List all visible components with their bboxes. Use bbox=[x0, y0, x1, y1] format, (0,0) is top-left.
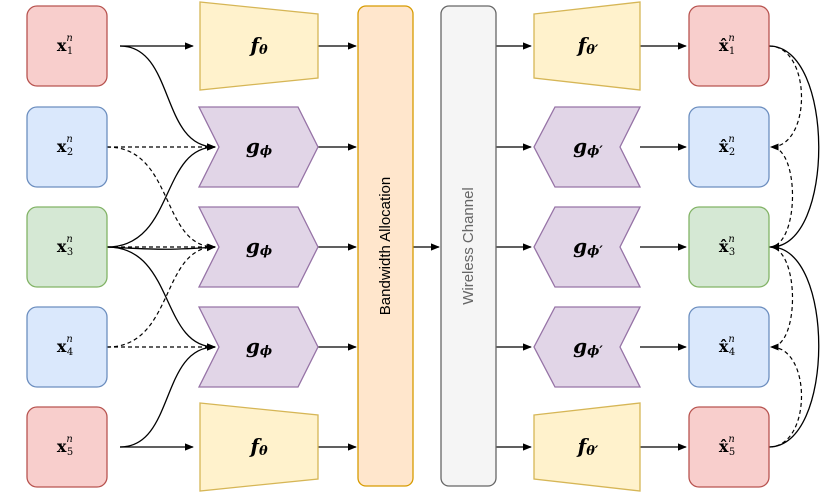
encoder-g-2-label: gϕ bbox=[246, 134, 272, 159]
decoder-f-5: fθ′ bbox=[533, 402, 641, 492]
edge-x3-g3 bbox=[106, 243, 216, 252]
decoder-g-4: gϕ′ bbox=[533, 306, 642, 388]
edge-x1-g2 bbox=[119, 45, 216, 151]
encoder-g-3-label: gϕ bbox=[246, 234, 272, 259]
wireless-channel-label: Wireless Channel bbox=[460, 187, 477, 305]
encoder-f-1: fθ bbox=[199, 1, 319, 91]
edge-out3-out4-dashed bbox=[768, 246, 794, 351]
decoder-f-1: fθ′ bbox=[533, 1, 641, 91]
encoder-g-4-label: gϕ bbox=[246, 334, 272, 359]
edge-x3-g4 bbox=[106, 246, 216, 351]
wireless-channel-block: Wireless Channel bbox=[440, 5, 497, 487]
decoder-g-2: gϕ′ bbox=[533, 106, 642, 188]
encoder-g-2: gϕ bbox=[197, 106, 319, 188]
bandwidth-allocation-label: Bandwidth Allocation bbox=[377, 177, 394, 315]
edge-x3-g2 bbox=[106, 143, 216, 248]
decoder-g-4-label: gϕ′ bbox=[573, 334, 603, 359]
encoder-g-4: gϕ bbox=[197, 306, 319, 388]
edge-x5-g4 bbox=[119, 343, 216, 448]
decoder-g-3-label: gϕ′ bbox=[573, 234, 603, 259]
edge-out5-out4-dashed bbox=[768, 343, 803, 448]
connector-layer bbox=[106, 42, 820, 451]
encoder-f-5-label: fθ bbox=[248, 434, 268, 459]
encoder-f-1-label: fθ bbox=[248, 33, 268, 58]
bandwidth-allocation-block: Bandwidth Allocation bbox=[357, 5, 414, 487]
encoder-g-3: gϕ bbox=[197, 206, 319, 288]
edge-out3-out2-dashed bbox=[768, 143, 794, 248]
edge-out1-out2-dashed bbox=[768, 45, 803, 151]
decoder-column: fθ′ gϕ′ gϕ′ gϕ′ fθ′ bbox=[533, 1, 642, 492]
decoder-f-1-label: fθ′ bbox=[576, 33, 599, 58]
edge-out5-out3 bbox=[768, 243, 820, 448]
decoder-g-2-label: gϕ′ bbox=[573, 134, 603, 159]
decoder-g-3: gϕ′ bbox=[533, 206, 642, 288]
edge-out1-out3 bbox=[768, 45, 820, 251]
encoder-column: fθ gϕ gϕ gϕ fθ bbox=[197, 1, 319, 492]
decoder-f-5-label: fθ′ bbox=[576, 434, 599, 459]
encoder-f-5: fθ bbox=[199, 402, 319, 492]
edge-x2-g3-dashed bbox=[106, 146, 216, 251]
edge-x4-g3-dashed bbox=[106, 243, 216, 348]
